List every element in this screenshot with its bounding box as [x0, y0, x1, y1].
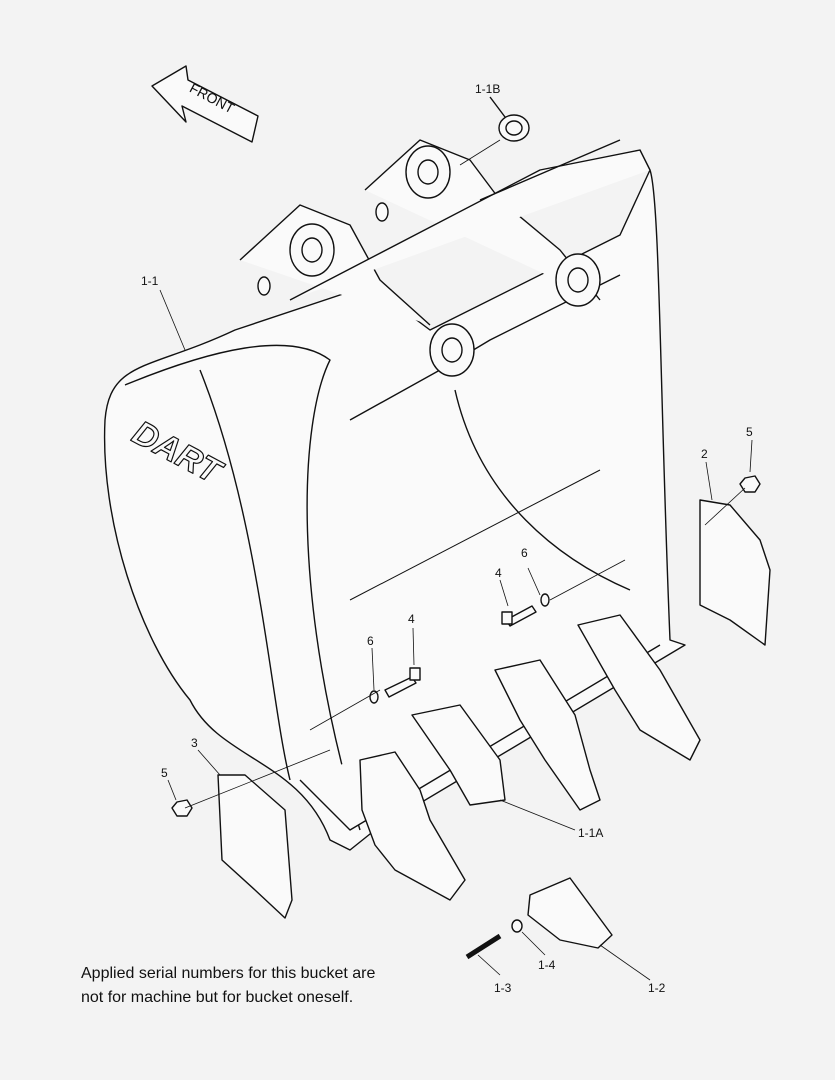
hardware [171, 475, 761, 960]
callout-4-right: 4 [495, 566, 502, 580]
callout-1-2: 1-2 [648, 981, 666, 995]
leader-lines [159, 289, 753, 981]
front-arrow [151, 65, 259, 143]
bushing-1-1b [459, 96, 530, 166]
callout-1-3: 1-3 [494, 981, 512, 995]
callout-5-right: 5 [746, 425, 753, 439]
pin-bosses [257, 145, 601, 377]
callout-5-left: 5 [161, 766, 168, 780]
callout-1-1a: 1-1A [578, 826, 604, 840]
callout-1-1b: 1-1B [475, 82, 501, 96]
note-line-1: Applied serial numbers for this bucket a… [81, 965, 376, 982]
callout-1-4: 1-4 [538, 958, 556, 972]
callout-2: 2 [701, 447, 708, 461]
callout-6-right: 6 [521, 546, 528, 560]
teeth [359, 614, 701, 949]
serial-number-note: Applied serial numbers for this bucket a… [81, 962, 375, 1010]
callout-6-left: 6 [367, 634, 374, 648]
note-line-2: not for machine but for bucket oneself. [81, 989, 354, 1006]
side-cutters [217, 499, 771, 919]
callout-1-1: 1-1 [141, 274, 159, 288]
callout-3: 3 [191, 736, 198, 750]
callout-4-left: 4 [408, 612, 415, 626]
